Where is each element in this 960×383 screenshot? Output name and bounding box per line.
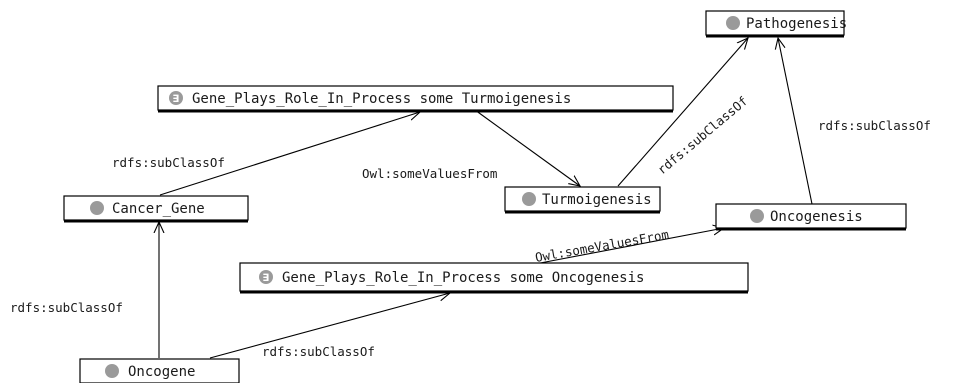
- node-oncogene[interactable]: Oncogene: [79, 358, 240, 383]
- edge-label-somevaluesfrom: Owl:someValuesFrom: [534, 227, 670, 265]
- node-cancer-gene[interactable]: Cancer_Gene: [63, 195, 249, 223]
- edge-restriction-oncogenesis-to-oncogenesis: Owl:someValuesFrom: [534, 227, 724, 265]
- node-oncogenesis[interactable]: Oncogenesis: [715, 203, 907, 231]
- edge-oncogene-to-restriction-oncogenesis: rdfs:subClassOf: [209, 293, 450, 359]
- edge-oncogene-to-cancer-gene: rdfs:subClassOf: [10, 222, 159, 358]
- edge-label-subclassof: rdfs:subClassOf: [112, 155, 225, 170]
- edge-label-subclassof: rdfs:subClassOf: [818, 118, 931, 133]
- node-label: Turmoigenesis: [542, 192, 652, 208]
- edge-restriction-turmoigenesis-to-turmoigenesis: Owl:someValuesFrom: [362, 109, 580, 186]
- node-restriction-oncogenesis[interactable]: ∃ Gene_Plays_Role_In_Process some Oncoge…: [239, 262, 749, 294]
- node-label: Oncogene: [128, 364, 195, 380]
- node-turmoigenesis[interactable]: Turmoigenesis: [504, 186, 661, 214]
- node-label: Gene_Plays_Role_In_Process some Oncogene…: [282, 270, 644, 286]
- class-icon: [90, 201, 104, 215]
- node-label: Pathogenesis: [746, 16, 847, 32]
- node-label: Oncogenesis: [770, 209, 863, 225]
- exists-glyph: ∃: [263, 273, 270, 284]
- edge-label-subclassof: rdfs:subClassOf: [10, 300, 123, 315]
- edge-cancer-gene-to-restriction-turmoigenesis: rdfs:subClassOf: [112, 112, 420, 196]
- exists-icon: [169, 91, 183, 105]
- class-icon: [726, 16, 740, 30]
- edge-oncogenesis-to-pathogenesis: rdfs:subClassOf: [778, 38, 931, 205]
- edge-label-somevaluesfrom: Owl:someValuesFrom: [362, 166, 497, 181]
- class-icon: [522, 192, 536, 206]
- class-icon: [105, 364, 119, 378]
- class-icon: [750, 209, 764, 223]
- exists-glyph: ∃: [173, 94, 180, 105]
- edge-label-subclassof: rdfs:subClassOf: [262, 344, 375, 359]
- node-pathogenesis[interactable]: Pathogenesis: [705, 10, 847, 38]
- exists-icon: [259, 270, 273, 284]
- node-label: Gene_Plays_Role_In_Process some Turmoige…: [192, 91, 571, 107]
- node-label: Cancer_Gene: [112, 201, 205, 217]
- node-restriction-turmoigenesis[interactable]: ∃ Gene_Plays_Role_In_Process some Turmoi…: [157, 85, 674, 113]
